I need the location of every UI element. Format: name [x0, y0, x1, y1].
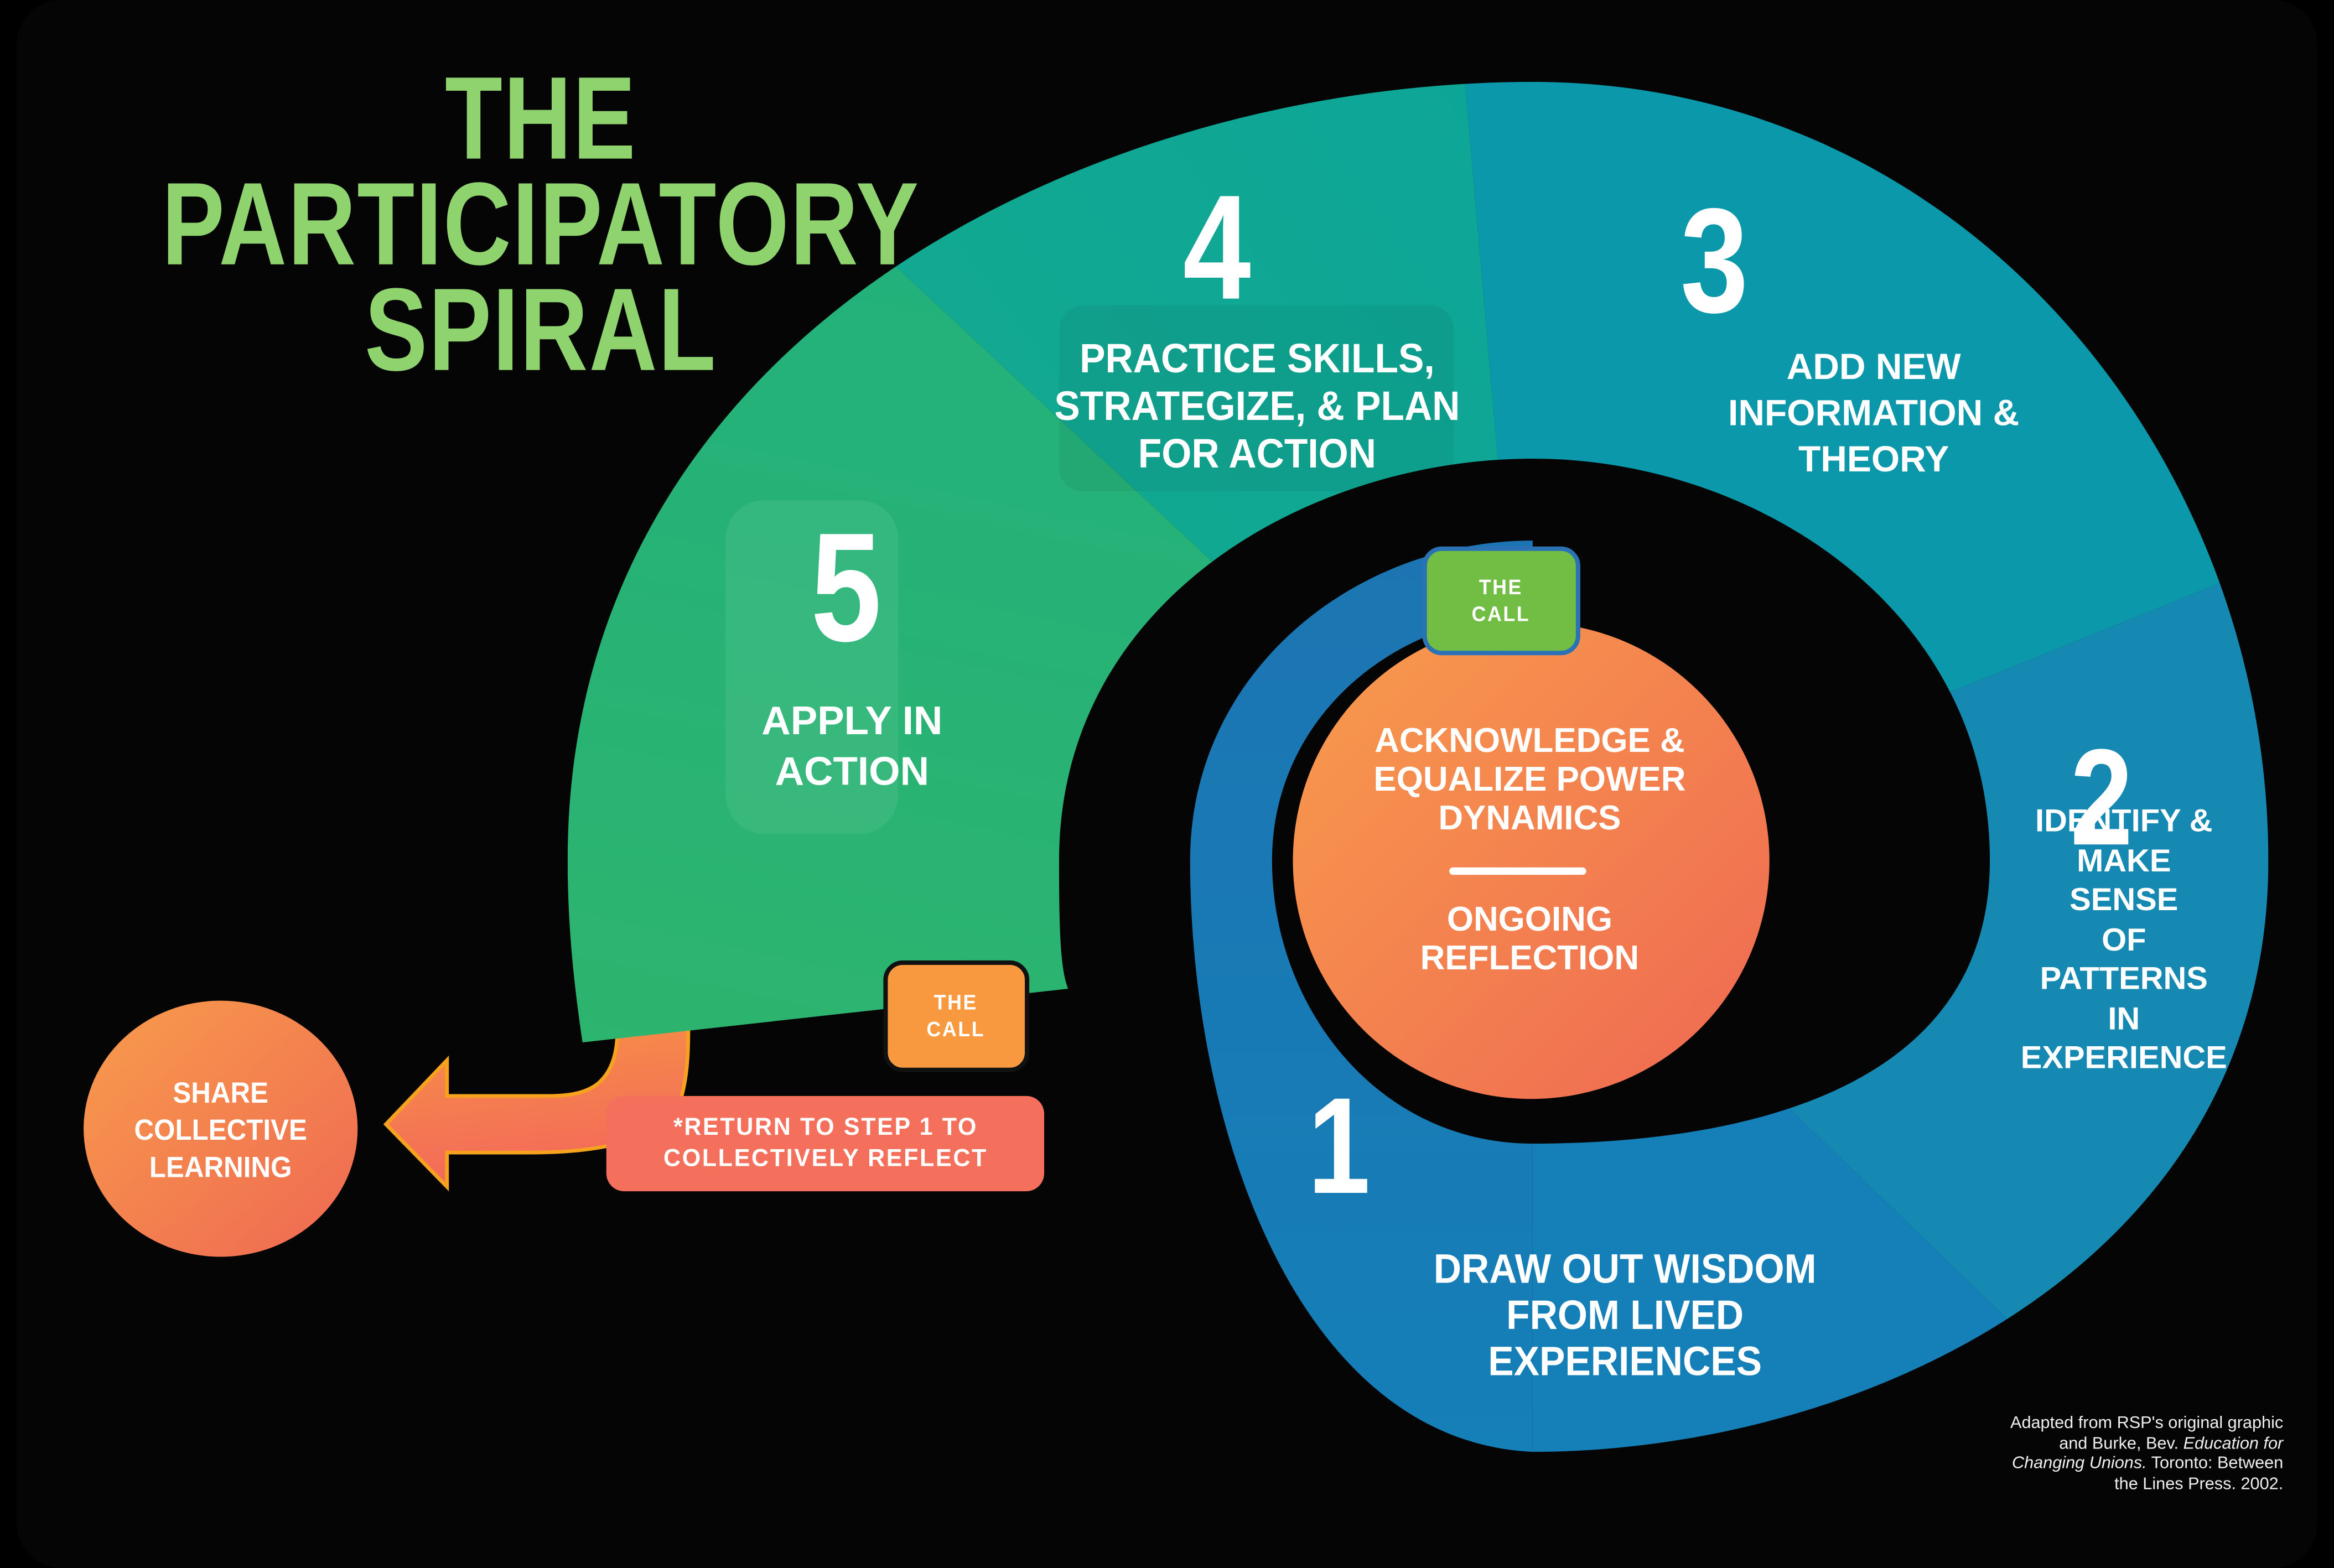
step-5-number: 5 — [811, 502, 881, 675]
step-4-number: 4 — [1182, 164, 1251, 331]
center-divider — [1449, 867, 1586, 875]
label-backdrop — [725, 500, 899, 834]
attribution: Adapted from RSP's original graphic and … — [1449, 1415, 2283, 1496]
the-call-badge-loop-label: THE CALL — [927, 990, 986, 1040]
the-call-badge-top-label: THE CALL — [1472, 574, 1531, 625]
credit-line1: Adapted from RSP's original graphic — [2010, 1414, 2284, 1433]
credit-line4: the Lines Press. 2002. — [2114, 1475, 2284, 1493]
step-1-number: 1 — [1308, 1071, 1371, 1223]
infographic-canvas: THE PARTICIPATORY SPIRAL 1 DRAW OUT WISD… — [16, 0, 2318, 1568]
credit-line3: Toronto: Between — [2146, 1455, 2284, 1473]
return-note: *RETURN TO STEP 1 TO COLLECTIVELY REFLEC… — [606, 1095, 1044, 1192]
step-3-label: ADD NEW INFORMATION & THEORY — [1728, 347, 2020, 480]
credit-line2: and Burke, Bev. — [2059, 1435, 2183, 1453]
step-5-label: APPLY IN ACTION — [761, 698, 943, 794]
step-1-label: DRAW OUT WISDOM FROM LIVED EXPERIENCES — [1433, 1245, 1817, 1384]
spiral-inner-tail — [1190, 540, 1533, 1452]
step-2-label: IDENTIFY & MAKE SENSE OF PATTERNS IN EXP… — [2020, 803, 2227, 1076]
spiral-segment-2 — [1532, 359, 2269, 1452]
spiral-segment-1 — [1416, 860, 2269, 1452]
center-circle — [1293, 622, 1770, 1099]
the-call-badge-top: THE CALL — [1422, 546, 1580, 656]
page-title: THE PARTICIPATORY SPIRAL — [162, 51, 920, 396]
the-call-badge-loop: THE CALL — [883, 960, 1030, 1072]
step-3-number: 3 — [1680, 178, 1749, 345]
return-note-label: *RETURN TO STEP 1 TO COLLECTIVELY REFLEC… — [663, 1114, 988, 1172]
center-heading: ACKNOWLEDGE & EQUALIZE POWER DYNAMICS — [1373, 720, 1686, 837]
label-backdrop — [1059, 305, 1454, 492]
share-circle — [84, 1000, 358, 1257]
spiral-graphic — [84, 82, 2269, 1452]
step-2-number: 2 — [2070, 722, 2133, 875]
step-4-label: PRACTICE SKILLS, STRATEGIZE, & PLAN FOR … — [1054, 335, 1460, 477]
credit-line3-italic: Changing Unions. — [2011, 1455, 2147, 1473]
credit-line2-italic: Education for — [2183, 1435, 2284, 1453]
share-circle-label: SHARE COLLECTIVE LEARNING — [134, 1077, 307, 1185]
center-subheading: ONGOING REFLECTION — [1420, 899, 1640, 977]
